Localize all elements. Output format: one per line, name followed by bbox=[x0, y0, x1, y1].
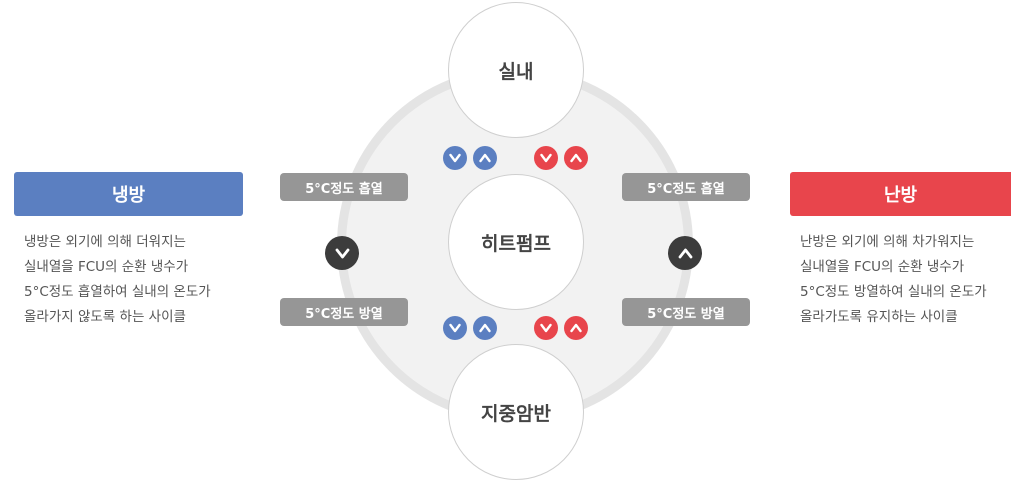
heating-desc-line: 5°C정도 방열하여 실내의 온도가 bbox=[800, 284, 987, 300]
indoor-node: 실내 bbox=[448, 2, 584, 138]
cooling-desc-line: 실내열을 FCU의 순환 냉수가 bbox=[24, 259, 189, 275]
heating-title: 난방 bbox=[790, 172, 1011, 216]
heating-desc-line: 난방은 외기에 의해 차가워지는 bbox=[800, 234, 975, 250]
cooling-desc-line: 5°C정도 흡열하여 실내의 온도가 bbox=[24, 284, 211, 300]
chevron-down-icon bbox=[534, 316, 558, 340]
chevron-up-icon bbox=[668, 236, 702, 270]
heating-desc-line: 올라가도록 유지하는 사이클 bbox=[800, 309, 958, 325]
chevron-up-icon bbox=[473, 316, 497, 340]
cooling-desc-line: 올라가지 않도록 하는 사이클 bbox=[24, 309, 186, 325]
heat-pump-node: 히트펌프 bbox=[448, 174, 584, 310]
underground-node: 지중암반 bbox=[448, 344, 584, 480]
indoor-label: 실내 bbox=[498, 60, 534, 83]
absorb-label-right: 5°C정도 흡열 bbox=[622, 173, 750, 201]
heat-pump-label: 히트펌프 bbox=[481, 232, 551, 255]
underground-label: 지중암반 bbox=[481, 402, 551, 425]
release-label-right: 5°C정도 방열 bbox=[622, 298, 750, 326]
chevron-up-icon bbox=[473, 146, 497, 170]
chevron-down-icon bbox=[443, 316, 467, 340]
chevron-down-icon bbox=[534, 146, 558, 170]
heating-desc-line: 실내열을 FCU의 순환 냉수가 bbox=[800, 259, 965, 275]
chevron-down-icon bbox=[325, 236, 359, 270]
chevron-down-icon bbox=[443, 146, 467, 170]
heating-description: 난방은 외기에 의해 차가워지는 실내열을 FCU의 순환 냉수가 5°C정도 … bbox=[800, 230, 987, 330]
absorb-label-left: 5°C정도 흡열 bbox=[280, 173, 408, 201]
chevron-up-icon bbox=[564, 146, 588, 170]
cooling-desc-line: 냉방은 외기에 의해 더워지는 bbox=[24, 234, 186, 250]
cooling-description: 냉방은 외기에 의해 더워지는 실내열을 FCU의 순환 냉수가 5°C정도 흡… bbox=[24, 230, 211, 330]
cooling-title: 냉방 bbox=[14, 172, 243, 216]
chevron-up-icon bbox=[564, 316, 588, 340]
release-label-left: 5°C정도 방열 bbox=[280, 298, 408, 326]
